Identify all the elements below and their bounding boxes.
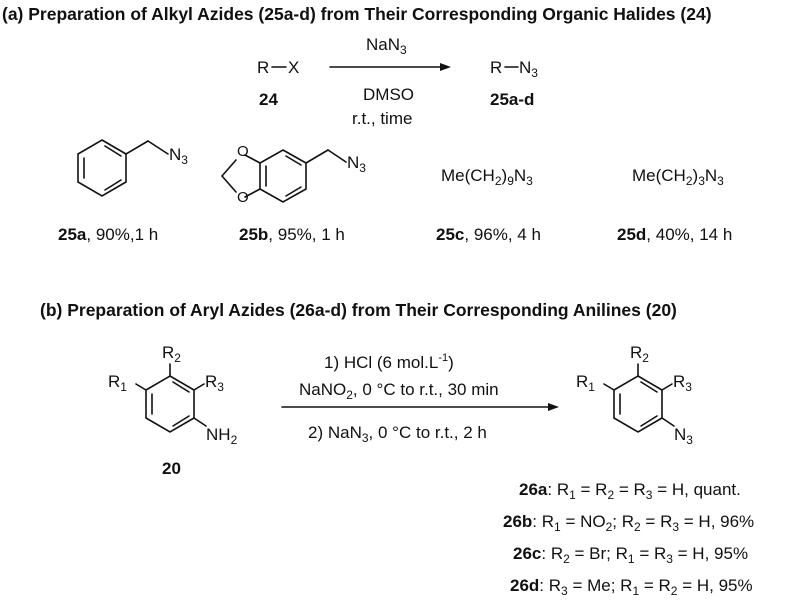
result-25a: 25a, 90%,1 h: [58, 225, 159, 244]
arrow-head-b: [548, 403, 559, 411]
section-b-title: (b) Preparation of Aryl Azides (26a-d) f…: [40, 300, 677, 320]
dioxole-oxygen-top: O: [237, 143, 249, 160]
benzyl-chain-25a: [125, 140, 149, 155]
condition-step-1b: NaNO2, 0 °C to r.t., 30 min: [299, 380, 499, 402]
product-substituent-r2: R2: [630, 343, 649, 365]
dioxole-azide-n3: N3: [347, 153, 366, 175]
reagent-dmso: DMSO: [363, 85, 414, 104]
condition-step-2: 2) NaN3, 0 °C to r.t., 2 h: [308, 423, 487, 445]
product-r: R: [490, 58, 503, 77]
reactant-id-24: 24: [259, 90, 278, 109]
condition-step-1: 1) HCl (6 mol.L-1): [324, 352, 454, 372]
reactant-x: X: [288, 58, 300, 77]
section-a-title: (a) Preparation of Alkyl Azides (25a-d) …: [2, 4, 712, 24]
benzyl-chain-25b: [305, 149, 329, 164]
reagent-nan3: NaN3: [366, 35, 407, 57]
arrow-head-a: [440, 63, 451, 71]
product-id-25a-d: 25a-d: [490, 90, 535, 109]
reactant-r: R: [257, 58, 270, 77]
aniline-ring-20: [145, 375, 195, 433]
reactant-id-20: 20: [162, 459, 181, 478]
product-substituent-r1: R1: [576, 372, 595, 394]
result-26c: 26c: R2 = Br; R1 = R3 = H, 95%: [513, 544, 749, 566]
substituent-r2: R2: [162, 343, 181, 365]
decyl-azide-formula: Me(CH2)9N3: [441, 166, 533, 188]
result-26b: 26b: R1 = NO2; R2 = R3 = H, 96%: [503, 512, 755, 534]
benzyl-azide-n3: N3: [169, 145, 188, 167]
result-26a: 26a: R1 = R2 = R3 = H, quant.: [519, 480, 741, 502]
product-n3: N3: [519, 58, 538, 80]
dioxole-oxygen-bottom: O: [237, 189, 249, 206]
result-25d: 25d, 40%, 14 h: [617, 225, 733, 244]
result-25c: 25c, 96%, 4 h: [436, 225, 541, 244]
amine-nh2: NH2: [206, 425, 238, 447]
substituent-r3: R3: [205, 372, 224, 394]
butyl-azide-formula: Me(CH2)3N3: [632, 166, 724, 188]
reagent-conditions: r.t., time: [352, 109, 413, 128]
product-substituent-r3: R3: [673, 372, 692, 394]
benzodioxole-ring-25b: [221, 149, 307, 203]
result-25b: 25b, 95%, 1 h: [239, 225, 345, 244]
substituent-r1: R1: [108, 372, 127, 394]
result-26d: 26d: R3 = Me; R1 = R2 = H, 95%: [510, 576, 753, 598]
aryl-azide-ring-26: [613, 375, 663, 433]
product-azide-n3: N3: [674, 425, 693, 447]
benzene-ring-25a: [77, 139, 127, 197]
